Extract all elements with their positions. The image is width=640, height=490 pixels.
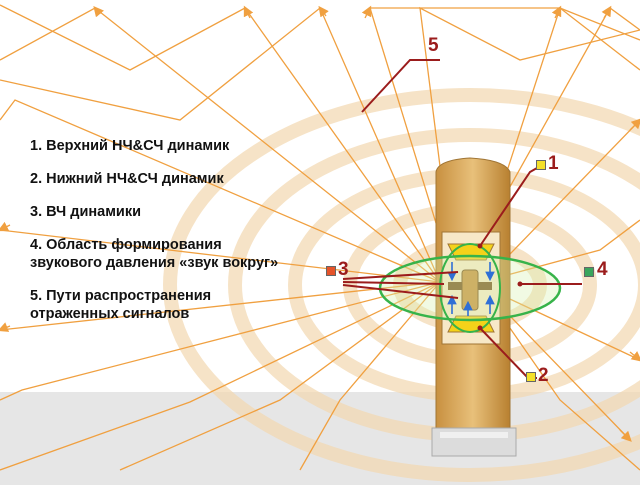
legend-item-5-line1: 5. Пути распространения — [30, 288, 212, 304]
legend: 1. Верхний НЧ&СЧ динамик 2. Нижний НЧ&СЧ… — [30, 137, 330, 323]
callout-5: 5 — [428, 35, 439, 56]
tweeter-right — [478, 282, 492, 290]
legend-item-5-line2: отраженных сигналов — [30, 306, 190, 322]
dispersion-arrows — [447, 262, 495, 316]
marker-1 — [536, 160, 546, 170]
marker-3 — [326, 266, 336, 276]
legend-item-2: 2. Нижний НЧ&СЧ динамик — [30, 171, 224, 187]
leader-dot-1 — [477, 243, 483, 249]
surround-zone-inner — [439, 243, 501, 333]
callout-1: 1 — [548, 153, 559, 174]
callout-2: 2 — [538, 365, 549, 386]
legend-item-4-line1: 4. Область формирования — [30, 237, 222, 253]
legend-item-3: 3. ВЧ динамики — [30, 204, 142, 220]
callout-3: 3 — [338, 259, 349, 280]
legend-item-4-line2: звукового давления «звук вокруг» — [30, 255, 279, 271]
legend-item-1: 1. Верхний НЧ&СЧ динамик — [30, 138, 230, 154]
leader-dot-4 — [517, 281, 523, 287]
tweeter-left — [448, 282, 462, 290]
ray-arrowheads — [0, 5, 640, 442]
speaker-base-top — [440, 432, 508, 438]
callout-4: 4 — [597, 259, 608, 280]
marker-4 — [584, 267, 594, 277]
marker-2 — [526, 372, 536, 382]
surround-zone — [378, 254, 562, 322]
leader-dot-2 — [477, 325, 483, 331]
